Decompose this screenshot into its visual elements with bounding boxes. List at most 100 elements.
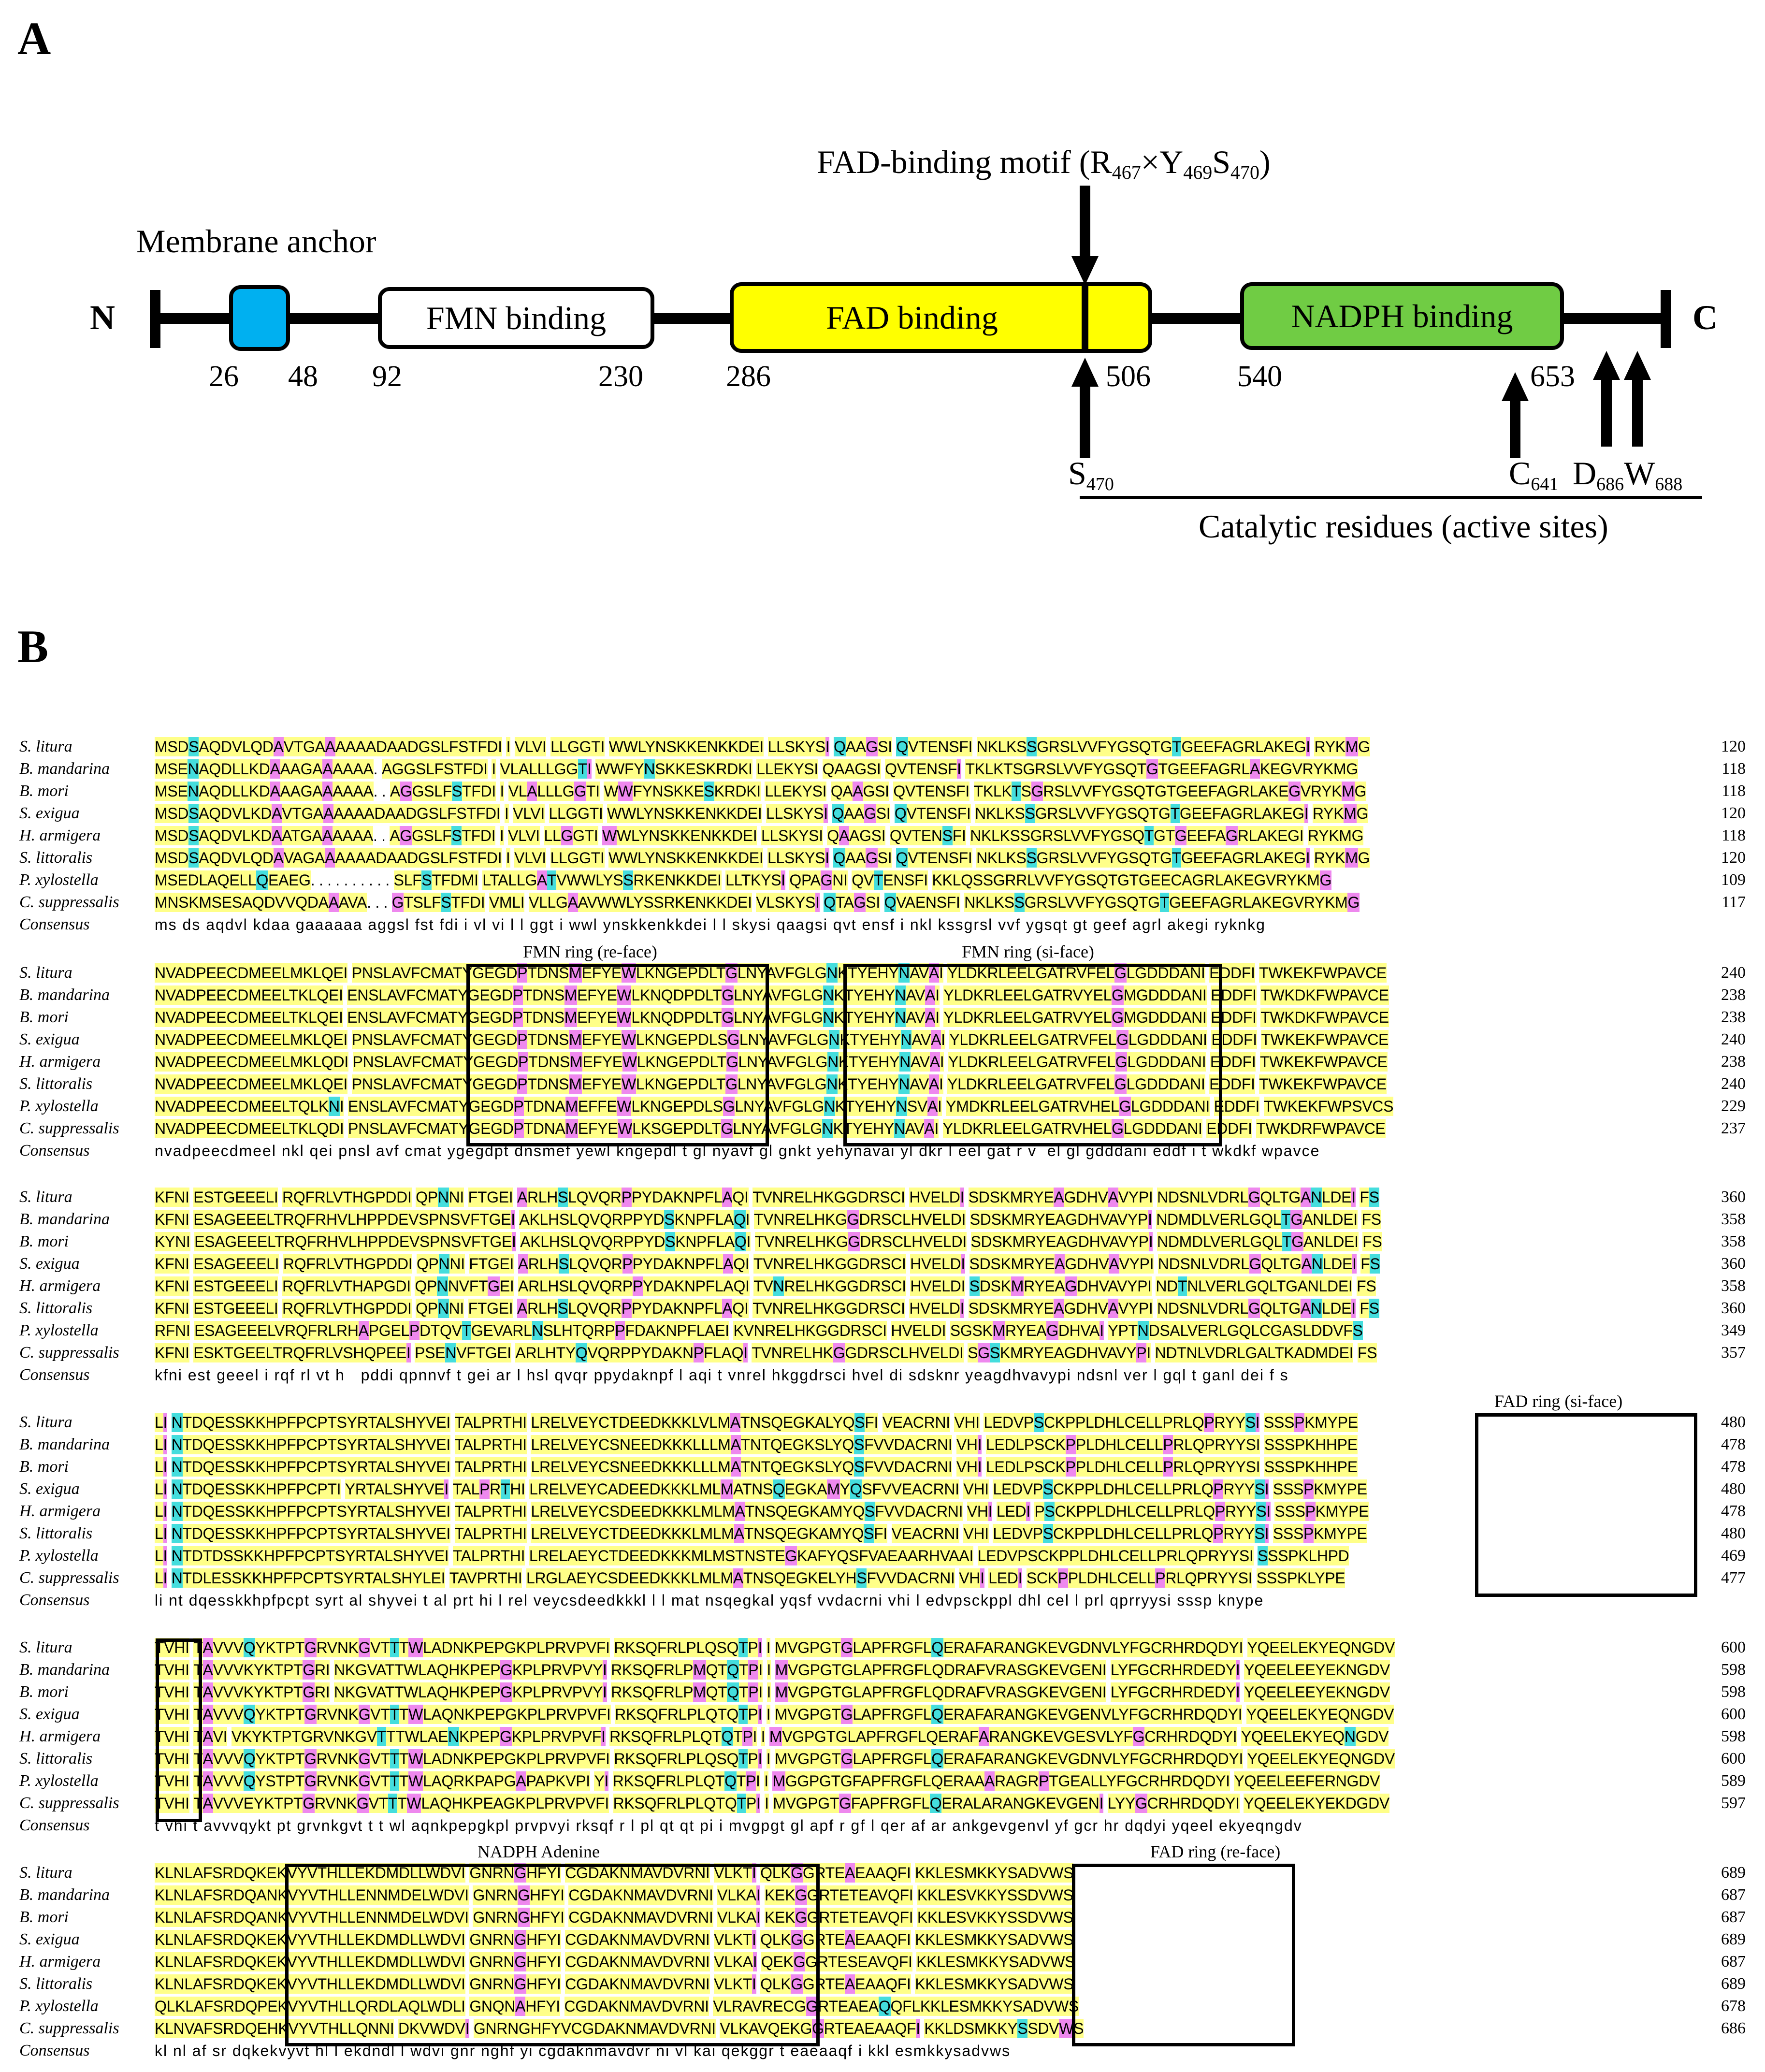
residue-count: 687 [1721,1908,1746,1926]
residue-count: 240 [1721,1075,1746,1093]
sequence-text: LI NTDQESSKKHPFPCPTSYRTALSHYVEI TALPRTHI… [155,1524,1367,1543]
residue-count: 358 [1721,1277,1746,1295]
position-506: 506 [1106,360,1151,393]
fmn-re-face-label: FMN ring (re-face) [523,942,657,961]
panel-b-label: B [17,621,49,672]
sequence-text: TVHI TAVVVEYKTPTGRVNKGVTTTWLAQHKPEAGKPLP… [155,1794,1389,1813]
membrane-anchor-label: Membrane anchor [136,223,376,260]
s470-label: S470 [1068,455,1114,494]
species-name: H. armigera [19,1277,101,1295]
sequence-text: TVHI TAVI VKYKTPTGRVNKGVTTTWLAENKPEPGKPL… [155,1727,1389,1746]
species-name: H. armigera [19,826,101,844]
membrane-anchor-domain [229,285,290,351]
residue-count: 689 [1721,1864,1746,1882]
residue-count: 109 [1721,871,1746,889]
alignment-row: H. armigera KLNLAFSRDQKEKVYVTHLLEKDMDLLWD… [19,1951,1746,1973]
sequence-text: KLNLAFSRDQANKVYVTHLLENNMDELWDVI GNRNGHFY… [155,1908,1073,1927]
species-name: B. mori [19,1908,69,1926]
fmn-si-face-label: FMN ring (si-face) [962,942,1094,961]
species-name: B. mandarina [19,1661,110,1679]
species-name: S. litura [19,1638,72,1656]
species-name: H. armigera [19,1953,101,1971]
position-48: 48 [288,360,318,393]
species-name: B. mori [19,1232,69,1250]
fmn-binding-domain: FMN binding [378,287,654,349]
position-26: 26 [209,360,239,393]
residue-count: 600 [1721,1638,1746,1656]
species-name: S. littoralis [19,1750,93,1768]
w688-arrow-head [1624,351,1651,380]
species-name: C. suppressalis [19,1344,119,1362]
sequence-text: KLNLAFSRDQKEKVYVTHLLEKDMDLLWDVI GNRNGHFY… [155,1930,1074,1949]
sequence-text: MSENAQDLLKDAAAGAAAAAA. . AGGSLFSTFDI I V… [155,782,1367,801]
residue-count: 237 [1721,1119,1746,1137]
sequence-text: MSDSAQDVLQDAVTGAAAAAADAADGSLFSTFDI I VLV… [155,737,1370,756]
species-name: P. xylostella [19,1547,99,1565]
species-name: P. xylostella [19,1321,99,1339]
residue-count: 687 [1721,1886,1746,1904]
species-name: B. mandarina [19,986,110,1004]
residue-count: 238 [1721,1053,1746,1071]
species-name: P. xylostella [19,1772,99,1790]
residue-count: 480 [1721,1413,1746,1431]
residue-count: 229 [1721,1097,1746,1115]
n-terminal-cap [150,290,160,348]
fad-motif-label: FAD-binding motif (R467×Y469S470) [817,144,1271,183]
nadph-adenine-label: NADPH Adenine [477,1842,600,1861]
species-name: S. exigua [19,1030,80,1048]
consensus-text: t vhi t avvvqykt pt grvnkgvt t t wl aqnk… [155,1817,1302,1834]
sequence-text: NVADPEECDMEELMKLQEI PNSLAVFCMATYGEGDPTDN… [155,1074,1387,1094]
sequence-text: NVADPEECDMEELTKLQEI ENSLAVFCMATYGEGDPTDN… [155,985,1389,1005]
nadph-adenine-box [285,1864,820,2046]
residue-count: 689 [1721,1975,1746,1993]
species-name: S. litura [19,1413,72,1431]
residue-count: 477 [1721,1569,1746,1587]
sequence-text: KLNLAFSRDQANKVYVTHLLENNMDELWDVI GNRNGHFY… [155,1885,1073,1905]
sequence-text: TVHI TAVVVQYKTPTGRVNKGVTTTWLADNKPEPGKPLP… [155,1638,1395,1657]
sequence-text: KFNI ESAGEEELTRQFRHVLHPPDEVSPNSVFTGEI AK… [155,1210,1381,1229]
species-name: B. mandarina [19,1435,110,1453]
residue-count: 360 [1721,1255,1746,1273]
species-name: C. suppressalis [19,893,119,911]
residue-count: 238 [1721,1008,1746,1026]
sequence-text: KLNLAFSRDQKEKVYVTHLLEKDMDLLWDVI GNRNGHFY… [155,1952,1075,1971]
species-name: B. mandarina [19,1886,110,1904]
residue-count: 349 [1721,1321,1746,1339]
residue-count: 480 [1721,1480,1746,1498]
residue-count: 478 [1721,1458,1746,1476]
sequence-text: LI NTDQESSKKHPFPCPTSYRTALSHYVEI TALPRTHI… [155,1435,1358,1454]
residue-count: 117 [1722,893,1746,911]
d686-arrow-head [1593,351,1620,380]
species-name: S. litura [19,1864,72,1882]
residue-count: 240 [1721,1030,1746,1048]
sequence-text: MSDSAQDVLKDAVTGAAAAAADAADGSLFSTFDI I VLV… [155,804,1369,823]
c641-label: C641 [1509,455,1559,494]
residue-count: 469 [1721,1547,1746,1565]
species-name: B. mori [19,1683,69,1701]
residue-count: 600 [1721,1705,1746,1723]
nadph-binding-domain: NADPH binding [1240,282,1564,350]
species-name: S. littoralis [19,1299,93,1317]
consensus-label: Consensus [19,2042,90,2059]
residue-count: 689 [1721,1930,1746,1948]
sequence-text: MSDSAQDVLKDAATGAAAAAA. . AGGSLFSTFDI I V… [155,826,1364,845]
consensus-label: Consensus [19,1366,90,1384]
species-name: S. exigua [19,1255,80,1273]
sequence-text: LI NTDLESSKKHPFPCPTSYRTALSHYLEI TAVPRTHI… [155,1568,1345,1588]
